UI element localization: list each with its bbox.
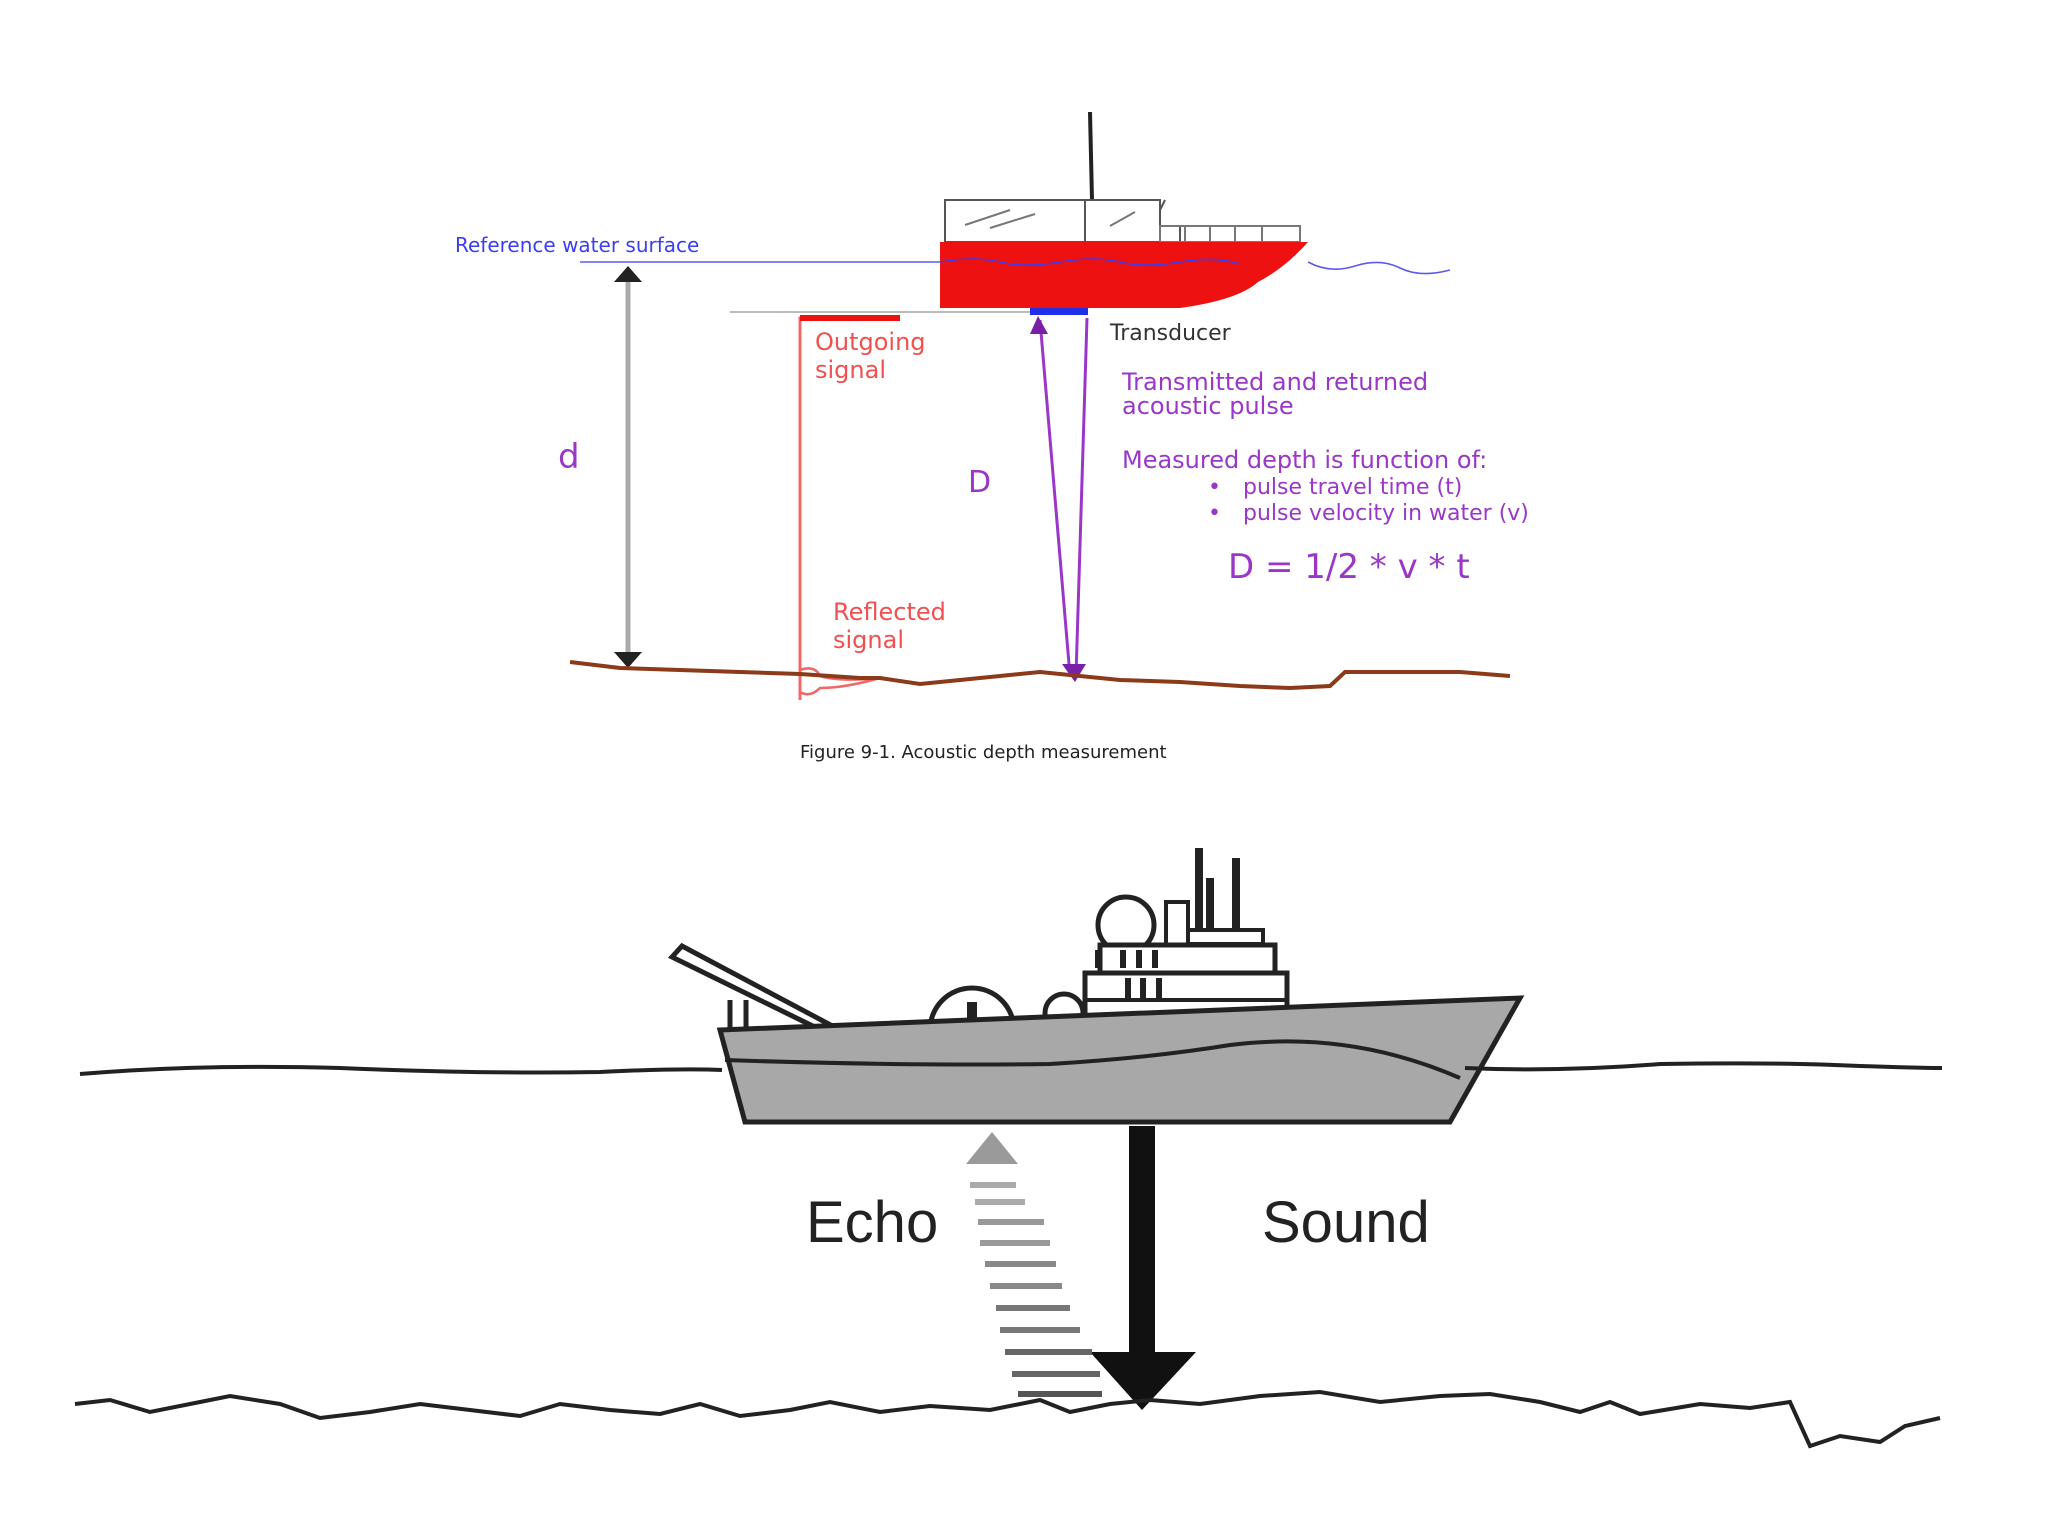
bottom-diagram: Echo Sound — [74, 848, 1943, 1449]
bullet-travel-time: pulse travel time (t) — [1243, 475, 1462, 500]
depth-formula: D = 1/2 * v * t — [1228, 547, 1470, 587]
figure-caption: Figure 9-1. Acoustic depth measurement — [800, 742, 1167, 763]
echo-arrow — [966, 1132, 1102, 1397]
ocean-surface — [79, 1061, 1943, 1076]
seabed-line — [569, 660, 1511, 691]
outgoing-signal-label: Outgoing signal — [815, 328, 933, 384]
sea-floor — [74, 1389, 1941, 1449]
top-diagram: Reference water surface Transducer d Out… — [455, 111, 1529, 763]
reference-surface-label: Reference water surface — [455, 233, 699, 257]
depth-D-label: D — [968, 465, 991, 500]
transducer-label: Transducer — [1109, 321, 1232, 346]
sound-arrow — [1090, 1126, 1196, 1410]
bullet-dot-2: • — [1208, 501, 1221, 526]
survey-boat — [939, 111, 1308, 315]
returned-pulse-line — [1074, 317, 1089, 677]
transmitted-pulse-line — [1038, 319, 1072, 677]
reflected-signal-label: Reflected signal — [833, 598, 954, 654]
transducer-icon — [1030, 308, 1088, 315]
depth-d-label: d — [558, 437, 580, 477]
sound-label: Sound — [1262, 1190, 1430, 1255]
function-heading: Measured depth is function of: — [1122, 446, 1487, 474]
pulse-description: Transmitted and returned acoustic pulse — [1121, 368, 1436, 420]
echo-label: Echo — [806, 1190, 938, 1255]
research-ship — [667, 848, 1525, 1125]
bullet-dot-1: • — [1208, 475, 1221, 500]
bullet-velocity: pulse velocity in water (v) — [1243, 501, 1529, 526]
